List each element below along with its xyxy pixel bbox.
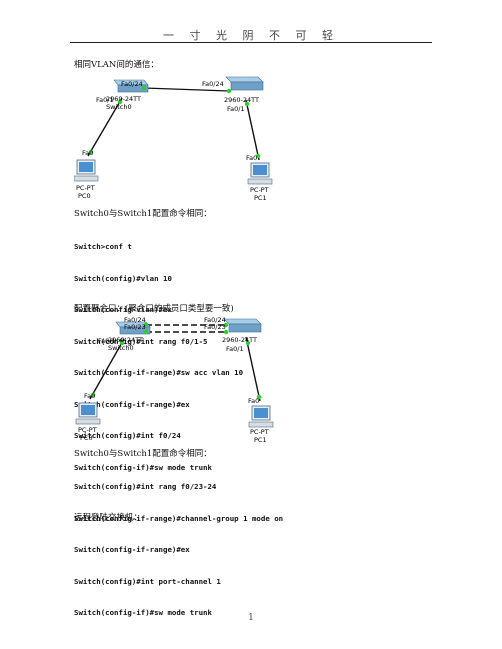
port-dot <box>88 149 94 155</box>
label-sw1-model: 2960-24TT <box>222 336 257 344</box>
switch1-icon <box>225 76 264 91</box>
command-line: Switch>conf t <box>74 242 132 251</box>
label-sw1-p24: Fa0/24 <box>204 316 226 324</box>
label-pc1-port: Fa0 <box>248 397 259 405</box>
label-pc1-name: PC1 <box>254 436 267 444</box>
port-dot <box>223 329 229 335</box>
port-dot <box>255 153 261 159</box>
link-switch0-pc0 <box>87 97 123 157</box>
label-sw0-name: Switch0 <box>108 344 134 352</box>
label-pc1-type: PC-PT <box>250 186 269 194</box>
page-number: 1 <box>248 613 254 623</box>
intro-text: 相同VLAN间的通信： <box>74 60 159 70</box>
label-sw0-uplink: Fa0/24 <box>121 80 143 88</box>
topology-diagram-2: Fa0/24 Fa0/23 2960-24TT Fa0/1 Switch0 Fa… <box>75 316 274 444</box>
section2-caption: Switch0与Switch1配置命令相同： <box>74 449 212 459</box>
port-dot <box>245 340 251 346</box>
link-switch0-switch1 <box>143 87 230 92</box>
label-sw0-down: Fa0/1 <box>96 96 114 104</box>
section1-caption: Switch0与Switch1配置命令相同： <box>74 209 212 219</box>
label-pc1-name: PC1 <box>254 194 267 202</box>
label-sw1-down: Fa0/1 <box>226 345 244 353</box>
command-line: Switch(config-if)#sw mode trunk <box>74 462 212 472</box>
command-line: Switch(config-if-range)#channel-group 1 … <box>74 513 284 523</box>
command-line: Switch(config-if-range)#ex <box>74 399 190 409</box>
topology-diagram-1: Fa0/24 2960-24TT Fa0/1 Switch0 Fa0/24 29… <box>74 76 273 202</box>
switch1-icon <box>223 318 262 333</box>
link-switch1-pc1 <box>245 336 261 402</box>
label-pc0-type: PC-PT <box>78 426 97 434</box>
command-line: Switch(config)#int rang f0/1-5 <box>74 336 208 346</box>
label-pc1-type: PC-PT <box>250 428 269 436</box>
label-sw0-name: Switch0 <box>106 103 132 111</box>
command-line: Switch(config-if-range)#ex <box>74 545 190 554</box>
label-pc0-name: PC0 <box>78 192 91 200</box>
label-sw0-p23: Fa0/23 <box>124 323 146 331</box>
label-pc1-port: Fa0 <box>246 154 257 162</box>
label-pc0-port: Fa0 <box>82 149 93 157</box>
label-sw0-down: Fa0/1 <box>98 337 116 345</box>
command-line: Switch(config-if-range)#sw acc vlan 10 <box>74 368 244 377</box>
pc0-icon <box>74 159 99 182</box>
label-pc0-port: Fa0 <box>84 392 95 400</box>
aggregation-note: 配置聚合口：(聚合口的成员口类型要一致) <box>74 304 234 314</box>
link-switch1-pc1 <box>245 99 260 161</box>
label-pc0-type: PC-PT <box>76 184 95 192</box>
label-sw1-uplink: Fa0/24 <box>202 80 224 88</box>
page-header-rule <box>70 42 432 43</box>
port-dot <box>226 88 232 94</box>
port-dot <box>90 392 96 398</box>
port-dot <box>141 85 147 91</box>
link-switch0-pc0 <box>89 338 125 400</box>
pc1-icon <box>248 405 274 428</box>
label-sw0-p24: Fa0/24 <box>124 316 146 324</box>
command-line: Switch(config)#int f0/24 <box>74 431 181 440</box>
port-dot <box>143 322 149 328</box>
command-line: Switch(config)#int port-channel 1 <box>74 576 221 586</box>
label-sw1-down: Fa0/1 <box>227 105 245 113</box>
command-line: Switch(config)#int rang f0/23-24 <box>74 482 217 491</box>
label-pc0-name: PC0 <box>80 434 93 442</box>
label-sw0-model: 2960-24TT <box>106 95 141 103</box>
section1-command-block: Switch>conf t Switch(config)#vlan 10 Swi… <box>74 221 243 484</box>
port-dot <box>256 394 262 400</box>
pc0-icon <box>75 402 101 425</box>
switch0-icon <box>113 79 149 93</box>
label-sw0-model: 2960-24TT <box>108 336 143 344</box>
pc1-icon <box>247 162 273 185</box>
port-dot <box>223 322 229 328</box>
page-header-title: 一 寸 光 阴 不 可 轻 <box>163 29 339 42</box>
command-line: Switch(config)#vlan 10 <box>74 273 172 283</box>
label-sw1-model: 2960-24TT <box>224 96 259 104</box>
closing-text: 远程登陆交换机： <box>74 513 143 523</box>
port-dot <box>143 329 149 335</box>
switch0-icon <box>115 321 151 335</box>
port-dot <box>119 340 125 346</box>
section2-command-block: Switch(config)#int rang f0/23-24 Switch(… <box>74 461 283 629</box>
port-dot <box>244 101 250 107</box>
command-line: Switch(config-if)#sw mode trunk <box>74 608 212 617</box>
command-line: Switch(config-vlan)#ex <box>74 305 172 314</box>
label-sw1-p23: Fa0/23 <box>204 323 226 331</box>
port-dot <box>117 99 123 105</box>
